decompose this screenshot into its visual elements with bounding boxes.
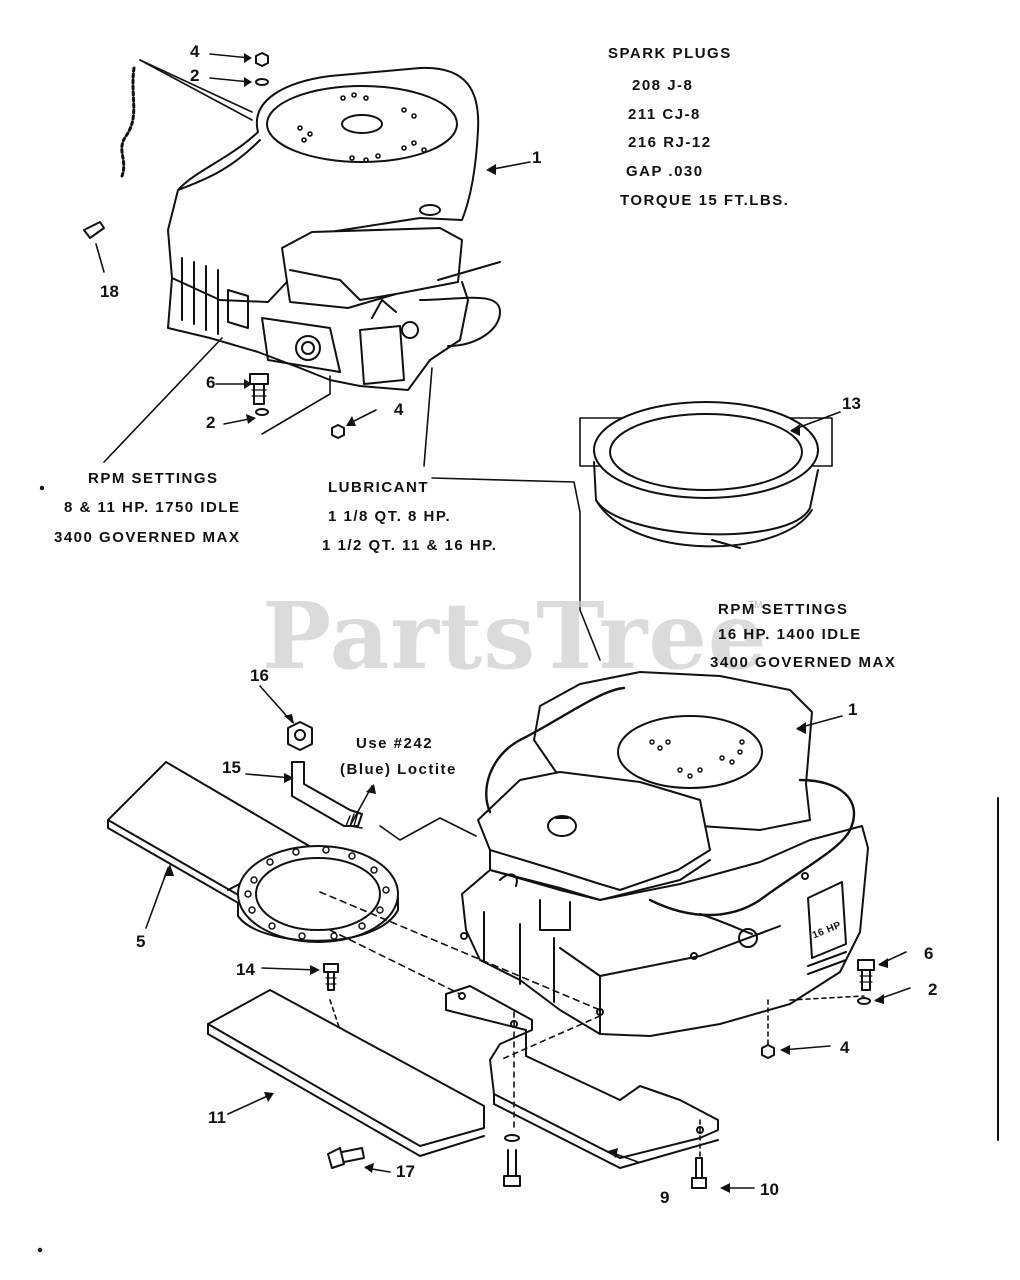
spark-plugs-heading: SPARK PLUGS bbox=[608, 45, 732, 62]
engine-bottom bbox=[460, 671, 869, 1037]
lubricant-line: 1 1/2 QT. 11 & 16 HP. bbox=[322, 537, 498, 554]
rpm-line: 3400 GOVERNED MAX bbox=[710, 654, 897, 671]
callout-6: 6 bbox=[206, 373, 216, 392]
bolt-14 bbox=[323, 963, 339, 991]
lubricant-heading: LUBRICANT bbox=[328, 479, 429, 496]
callout-14: 14 bbox=[236, 960, 255, 979]
callout-4: 4 bbox=[840, 1038, 850, 1057]
callout-18: 18 bbox=[100, 282, 119, 301]
loctite-note-line2: (Blue) Loctite bbox=[340, 761, 457, 778]
callout-1: 1 bbox=[532, 148, 542, 167]
rpm-heading: RPM SETTINGS bbox=[88, 470, 219, 487]
lubricant-line: 1 1/8 QT. 8 HP. bbox=[328, 508, 452, 525]
callout-5: 5 bbox=[136, 932, 146, 951]
callout-2: 2 bbox=[206, 413, 216, 432]
callout-4: 4 bbox=[190, 42, 200, 61]
watermark: PartsTree bbox=[262, 582, 768, 690]
bolt-6-top bbox=[249, 373, 269, 405]
callout-16: 16 bbox=[250, 666, 269, 685]
spark-plug-line: 216 RJ-12 bbox=[628, 134, 712, 151]
bolt-6-bottom bbox=[857, 959, 875, 991]
callout-15: 15 bbox=[222, 758, 241, 777]
callout-11: 11 bbox=[208, 1108, 226, 1127]
bolt-10 bbox=[691, 1157, 707, 1189]
callout-1: 1 bbox=[848, 700, 858, 719]
spark-plug-gap: GAP .030 bbox=[626, 163, 704, 180]
loctite-note-line1: Use #242 bbox=[356, 735, 434, 752]
spark-plug-line: 208 J-8 bbox=[632, 77, 694, 94]
callout-13: 13 bbox=[842, 394, 861, 413]
rpm-heading: RPM SETTINGS bbox=[718, 601, 849, 618]
trademark: TM bbox=[748, 600, 763, 611]
bolt-17 bbox=[327, 1147, 365, 1169]
callout-6: 6 bbox=[924, 944, 934, 963]
part-13 bbox=[579, 401, 833, 549]
callout-9: 9 bbox=[660, 1188, 670, 1207]
rpm-line: 8 & 11 HP. 1750 IDLE bbox=[64, 499, 241, 516]
callout-10: 10 bbox=[760, 1180, 779, 1199]
callout-4: 4 bbox=[394, 400, 404, 419]
callout-2: 2 bbox=[190, 66, 200, 85]
callout-2: 2 bbox=[928, 980, 938, 999]
rpm-line: 16 HP. 1400 IDLE bbox=[718, 626, 862, 643]
engine-top bbox=[167, 66, 501, 391]
spark-plug-line: 211 CJ-8 bbox=[628, 106, 701, 123]
callout-17: 17 bbox=[396, 1162, 415, 1181]
bolt-bracket-left bbox=[503, 1134, 521, 1187]
spark-plug-torque: TORQUE 15 FT.LBS. bbox=[620, 192, 790, 209]
rpm-line: 3400 GOVERNED MAX bbox=[54, 529, 241, 546]
